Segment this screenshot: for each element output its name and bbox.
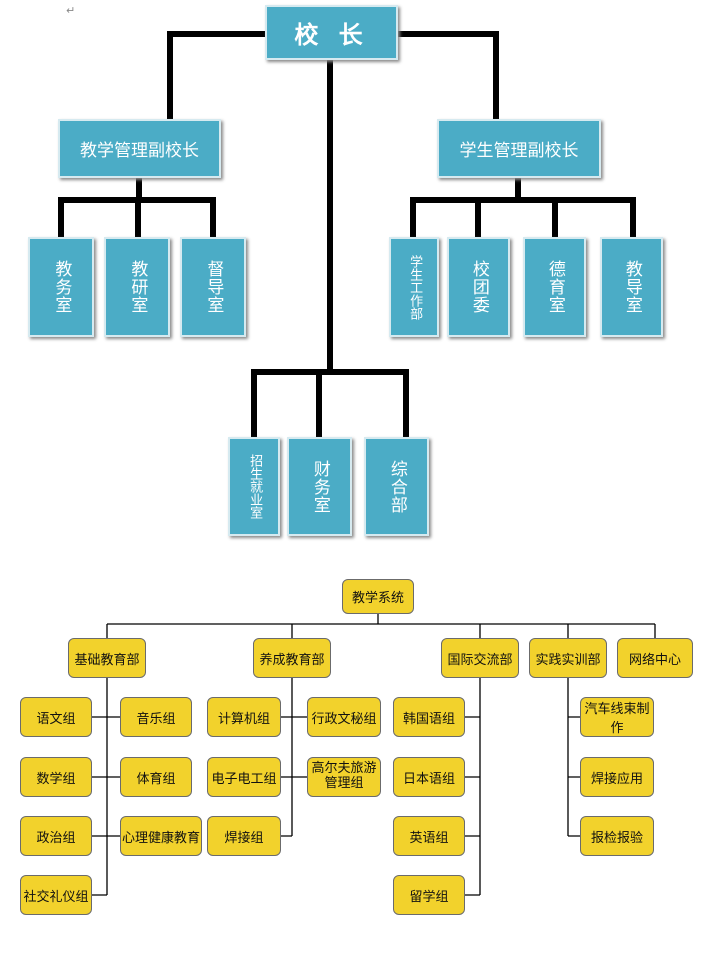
node-hanguo: 韩国语组 <box>393 697 465 737</box>
node-xuesheng-gongzuo: 学生工作部 <box>389 237 439 337</box>
node-vp-student: 学生管理副校长 <box>437 119 601 178</box>
node-shijian: 实践实训部 <box>529 638 607 678</box>
node-hanjie-yingyong: 焊接应用 <box>580 757 654 797</box>
node-yangcheng: 养成教育部 <box>253 638 331 678</box>
node-zhaosheng: 招生就业室 <box>228 437 280 536</box>
node-jiaowu: 教务室 <box>28 237 94 337</box>
node-principal: 校 长 <box>265 5 398 60</box>
connector-vp-student-offices <box>410 175 636 240</box>
node-guoji: 国际交流部 <box>441 638 519 678</box>
node-tiyu: 体育组 <box>120 757 192 797</box>
node-baojian: 报检报验 <box>580 816 654 856</box>
node-dudao: 督导室 <box>180 237 246 337</box>
node-liuxue: 留学组 <box>393 875 465 915</box>
node-yuwen: 语文组 <box>20 697 92 737</box>
node-wangluo: 网络中心 <box>617 638 693 678</box>
node-teaching-system: 教学系统 <box>342 579 414 614</box>
node-deyu: 德育室 <box>523 237 586 337</box>
node-caiwu: 财务室 <box>287 437 352 536</box>
node-shuxue: 数学组 <box>20 757 92 797</box>
node-dianzi: 电子电工组 <box>207 757 281 797</box>
connector-principal-vp-student <box>395 31 499 123</box>
connector-trunk-bottom-offices <box>251 369 409 440</box>
connector-guoji <box>465 678 481 896</box>
connector-vp-teaching-offices <box>58 175 216 240</box>
node-jiaoyan: 教研室 <box>104 237 170 337</box>
connector-shijian <box>567 678 580 837</box>
node-xiaotuanwei: 校团委 <box>447 237 510 337</box>
node-xinli: 心理健康教育 <box>120 816 202 856</box>
node-jiaodao: 教导室 <box>600 237 663 337</box>
node-qiche: 汽车线束制作 <box>580 697 654 737</box>
node-zonghe: 综合部 <box>364 437 429 536</box>
node-hanjie: 焊接组 <box>207 816 281 856</box>
node-yingyu: 英语组 <box>393 816 465 856</box>
node-yinyue: 音乐组 <box>120 697 192 737</box>
node-riben: 日本语组 <box>393 757 465 797</box>
paragraph-mark: ↵ <box>66 4 76 17</box>
node-xingzheng: 行政文秘组 <box>307 697 381 737</box>
node-jichu: 基础教育部 <box>68 638 146 678</box>
node-zhengzhi: 政治组 <box>20 816 92 856</box>
node-jisuanji: 计算机组 <box>207 697 281 737</box>
connector-yangcheng <box>281 678 307 837</box>
connector-root-drops <box>106 624 656 638</box>
connector-jichu <box>92 678 120 896</box>
connector-principal-vp-teaching <box>167 31 268 123</box>
node-vp-teaching: 教学管理副校长 <box>58 119 221 178</box>
node-shejiao: 社交礼仪组 <box>20 875 92 915</box>
node-gaoerfu: 高尔夫旅游 管理组 <box>307 757 381 797</box>
